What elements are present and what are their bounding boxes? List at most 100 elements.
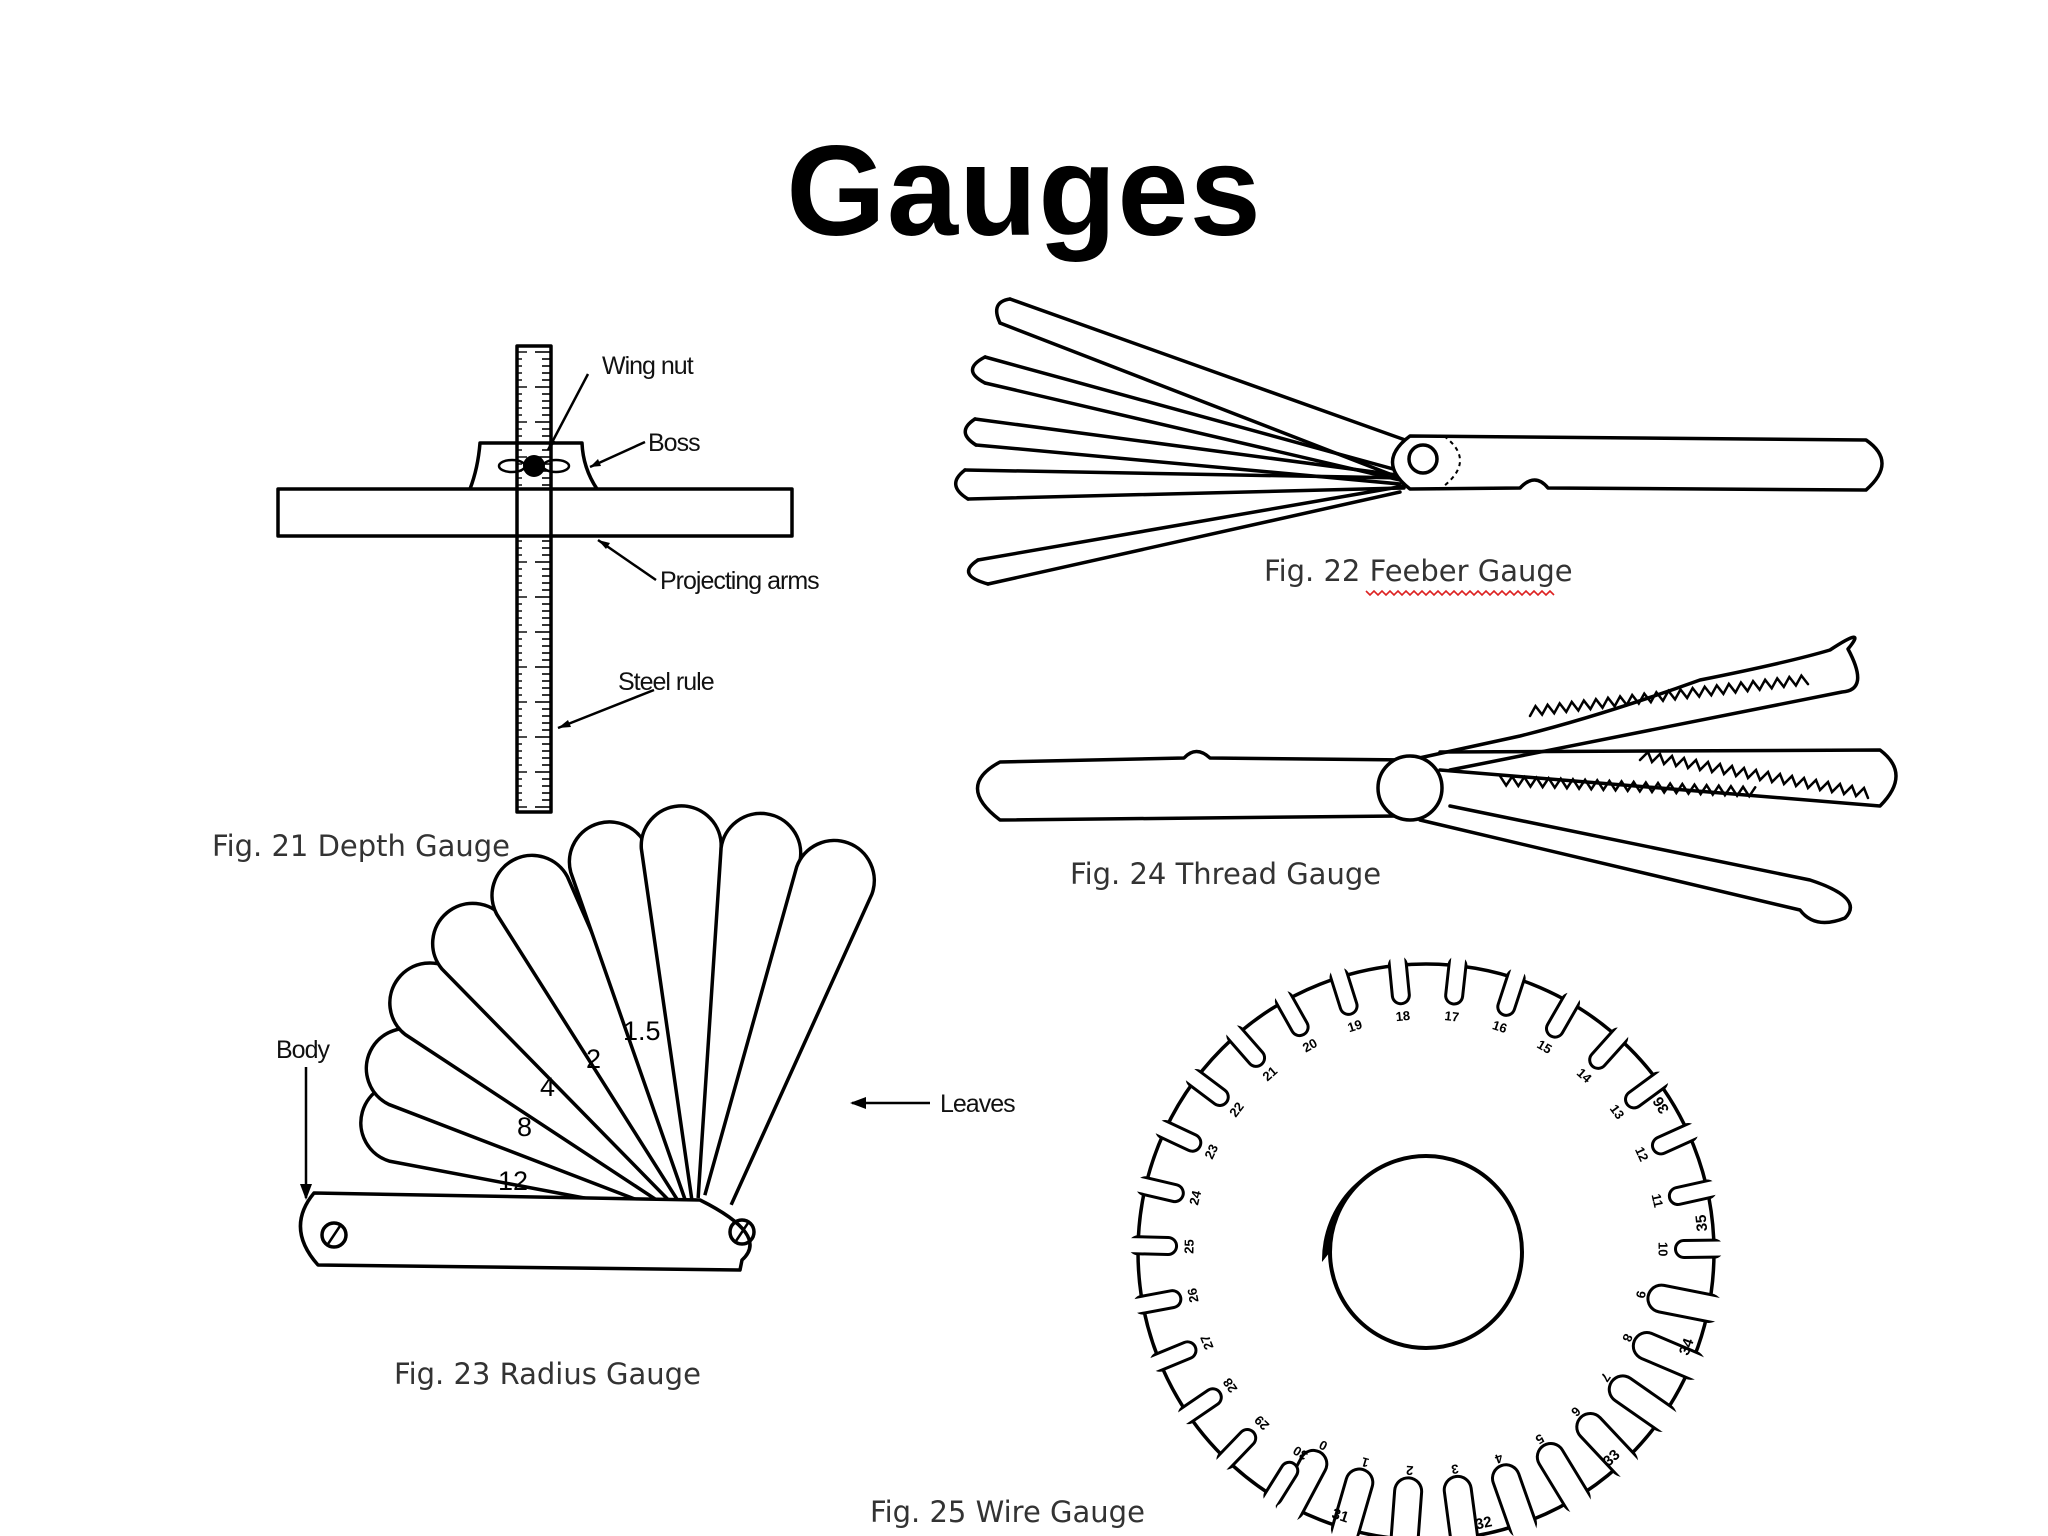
wire-slot bbox=[1123, 1238, 1176, 1253]
feeler-gauge-figure: Fig. 22 Feeber Gauge bbox=[954, 297, 1884, 597]
wire-number: 24 bbox=[1186, 1188, 1204, 1206]
wire-slot bbox=[1392, 1479, 1421, 1536]
radius-leaf bbox=[490, 853, 708, 1208]
caption-wire-gauge: Fig. 25 Wire Gauge bbox=[870, 1495, 1145, 1529]
wire-slot bbox=[1213, 1431, 1255, 1473]
leaf-number: 1.5 bbox=[623, 1016, 661, 1046]
wire-number: 28 bbox=[1220, 1375, 1241, 1395]
wire-number: 9 bbox=[1633, 1290, 1649, 1300]
wire-number: 31 bbox=[1330, 1505, 1351, 1526]
radius-leaves bbox=[359, 804, 876, 1216]
wire-slot bbox=[1670, 1180, 1722, 1204]
thread-body bbox=[975, 749, 1412, 822]
wire-number: 17 bbox=[1444, 1008, 1460, 1024]
wire-slot bbox=[1330, 962, 1356, 1013]
wire-number: 14 bbox=[1574, 1065, 1595, 1086]
wire-number: 19 bbox=[1346, 1017, 1364, 1036]
radius-body bbox=[298, 1191, 752, 1272]
wire-number: 36 bbox=[1650, 1093, 1673, 1116]
wire-number: 0 bbox=[1316, 1437, 1329, 1454]
feeler-pivot bbox=[1407, 443, 1439, 475]
wire-number: 2 bbox=[1406, 1463, 1414, 1478]
wire-slot bbox=[1262, 1463, 1297, 1511]
wire-number: 29 bbox=[1251, 1412, 1272, 1433]
wire-gauge-center-hole bbox=[1328, 1154, 1524, 1350]
thread-teeth bbox=[1498, 774, 1757, 799]
radius-leaf bbox=[639, 804, 723, 1202]
wire-number: 30 bbox=[1290, 1443, 1310, 1463]
wire-number: 5 bbox=[1533, 1431, 1547, 1448]
feeler-leaf bbox=[976, 484, 1406, 586]
wire-number: 3 bbox=[1450, 1461, 1459, 1477]
wire-slot bbox=[1127, 1292, 1180, 1314]
wire-slot bbox=[1331, 1470, 1372, 1536]
caption-feeler-gauge: Fig. 22 Feeber Gauge bbox=[1264, 554, 1573, 588]
leaf-number: 2 bbox=[586, 1044, 601, 1074]
wire-slot bbox=[1224, 1022, 1264, 1065]
wire-number: 23 bbox=[1201, 1142, 1221, 1161]
wire-slot bbox=[1273, 986, 1307, 1035]
wire-number: 7 bbox=[1597, 1370, 1613, 1385]
thread-leaf bbox=[1408, 635, 1860, 772]
wire-number: 20 bbox=[1300, 1035, 1320, 1055]
radius-leaf bbox=[703, 838, 876, 1206]
wire-number: 18 bbox=[1395, 1008, 1411, 1024]
leaf-number: 12 bbox=[498, 1166, 528, 1196]
label-steel-rule: Steel rule bbox=[618, 668, 714, 696]
label-boss: Boss bbox=[648, 429, 700, 457]
wire-number: 27 bbox=[1197, 1333, 1216, 1352]
wire-slot bbox=[1130, 1177, 1182, 1201]
boss bbox=[468, 441, 599, 491]
wire-number: 26 bbox=[1184, 1287, 1201, 1304]
wire-number: 35 bbox=[1693, 1214, 1712, 1232]
caption-depth-gauge: Fig. 21 Depth Gauge bbox=[212, 829, 510, 863]
thread-leaf bbox=[1438, 748, 1898, 808]
leaf-number: 4 bbox=[540, 1072, 555, 1102]
wire-slot bbox=[1182, 1067, 1227, 1104]
wire-slot bbox=[1538, 1444, 1592, 1517]
wire-number: 13 bbox=[1607, 1101, 1628, 1122]
wire-number: 1 bbox=[1360, 1454, 1371, 1470]
wire-slot bbox=[1174, 1390, 1220, 1426]
caption-thread-gauge: Fig. 24 Thread Gauge bbox=[1070, 857, 1381, 891]
wire-number: 10 bbox=[1655, 1242, 1670, 1257]
spellcheck-underline bbox=[1365, 589, 1555, 597]
label-projecting-arms: Projecting arms bbox=[660, 567, 819, 595]
wire-number: 34 bbox=[1676, 1336, 1698, 1358]
label-body: Body bbox=[276, 1036, 330, 1064]
wire-slot bbox=[1548, 988, 1581, 1036]
wire-slot bbox=[1627, 1069, 1672, 1107]
label-leaves: Leaves bbox=[940, 1090, 1015, 1118]
wire-number: 16 bbox=[1491, 1017, 1509, 1036]
steel-rule bbox=[515, 344, 553, 814]
body-screw bbox=[320, 1221, 348, 1249]
thread-teeth bbox=[1528, 673, 1810, 718]
thread-leaf bbox=[1418, 804, 1852, 925]
wire-slot bbox=[1578, 1414, 1641, 1480]
thread-gauge-figure: Fig. 24 Thread Gauge bbox=[975, 635, 1898, 925]
radius-gauge-figure: 12 8 4 2 1.5 Body Leaves Fig. 23 Radius … bbox=[276, 804, 1016, 1391]
wire-slot bbox=[1150, 1119, 1200, 1150]
depth-gauge-figure: Wing nut Boss Projecting arms Steel rule… bbox=[212, 344, 820, 863]
caption-radius-gauge: Fig. 23 Radius Gauge bbox=[394, 1357, 701, 1391]
wire-slot bbox=[1493, 1466, 1537, 1536]
wire-number: 4 bbox=[1492, 1450, 1505, 1467]
leaf-number: 8 bbox=[517, 1112, 532, 1142]
wire-slot bbox=[1145, 1343, 1195, 1372]
wire-slot bbox=[1275, 1451, 1326, 1526]
steel-rule-scale bbox=[517, 351, 551, 808]
projecting-arms bbox=[276, 487, 794, 538]
wire-number: 25 bbox=[1181, 1239, 1196, 1254]
thread-teeth bbox=[1638, 749, 1870, 800]
wire-slot bbox=[1653, 1122, 1703, 1153]
wire-slot bbox=[1447, 950, 1466, 1003]
wire-slot bbox=[1591, 1024, 1631, 1067]
wire-slot bbox=[1390, 950, 1408, 1003]
wing-nut bbox=[497, 458, 527, 474]
body-screw bbox=[728, 1218, 756, 1246]
wire-number: 11 bbox=[1649, 1192, 1667, 1209]
wire-gauge-slots bbox=[1123, 950, 1729, 1536]
